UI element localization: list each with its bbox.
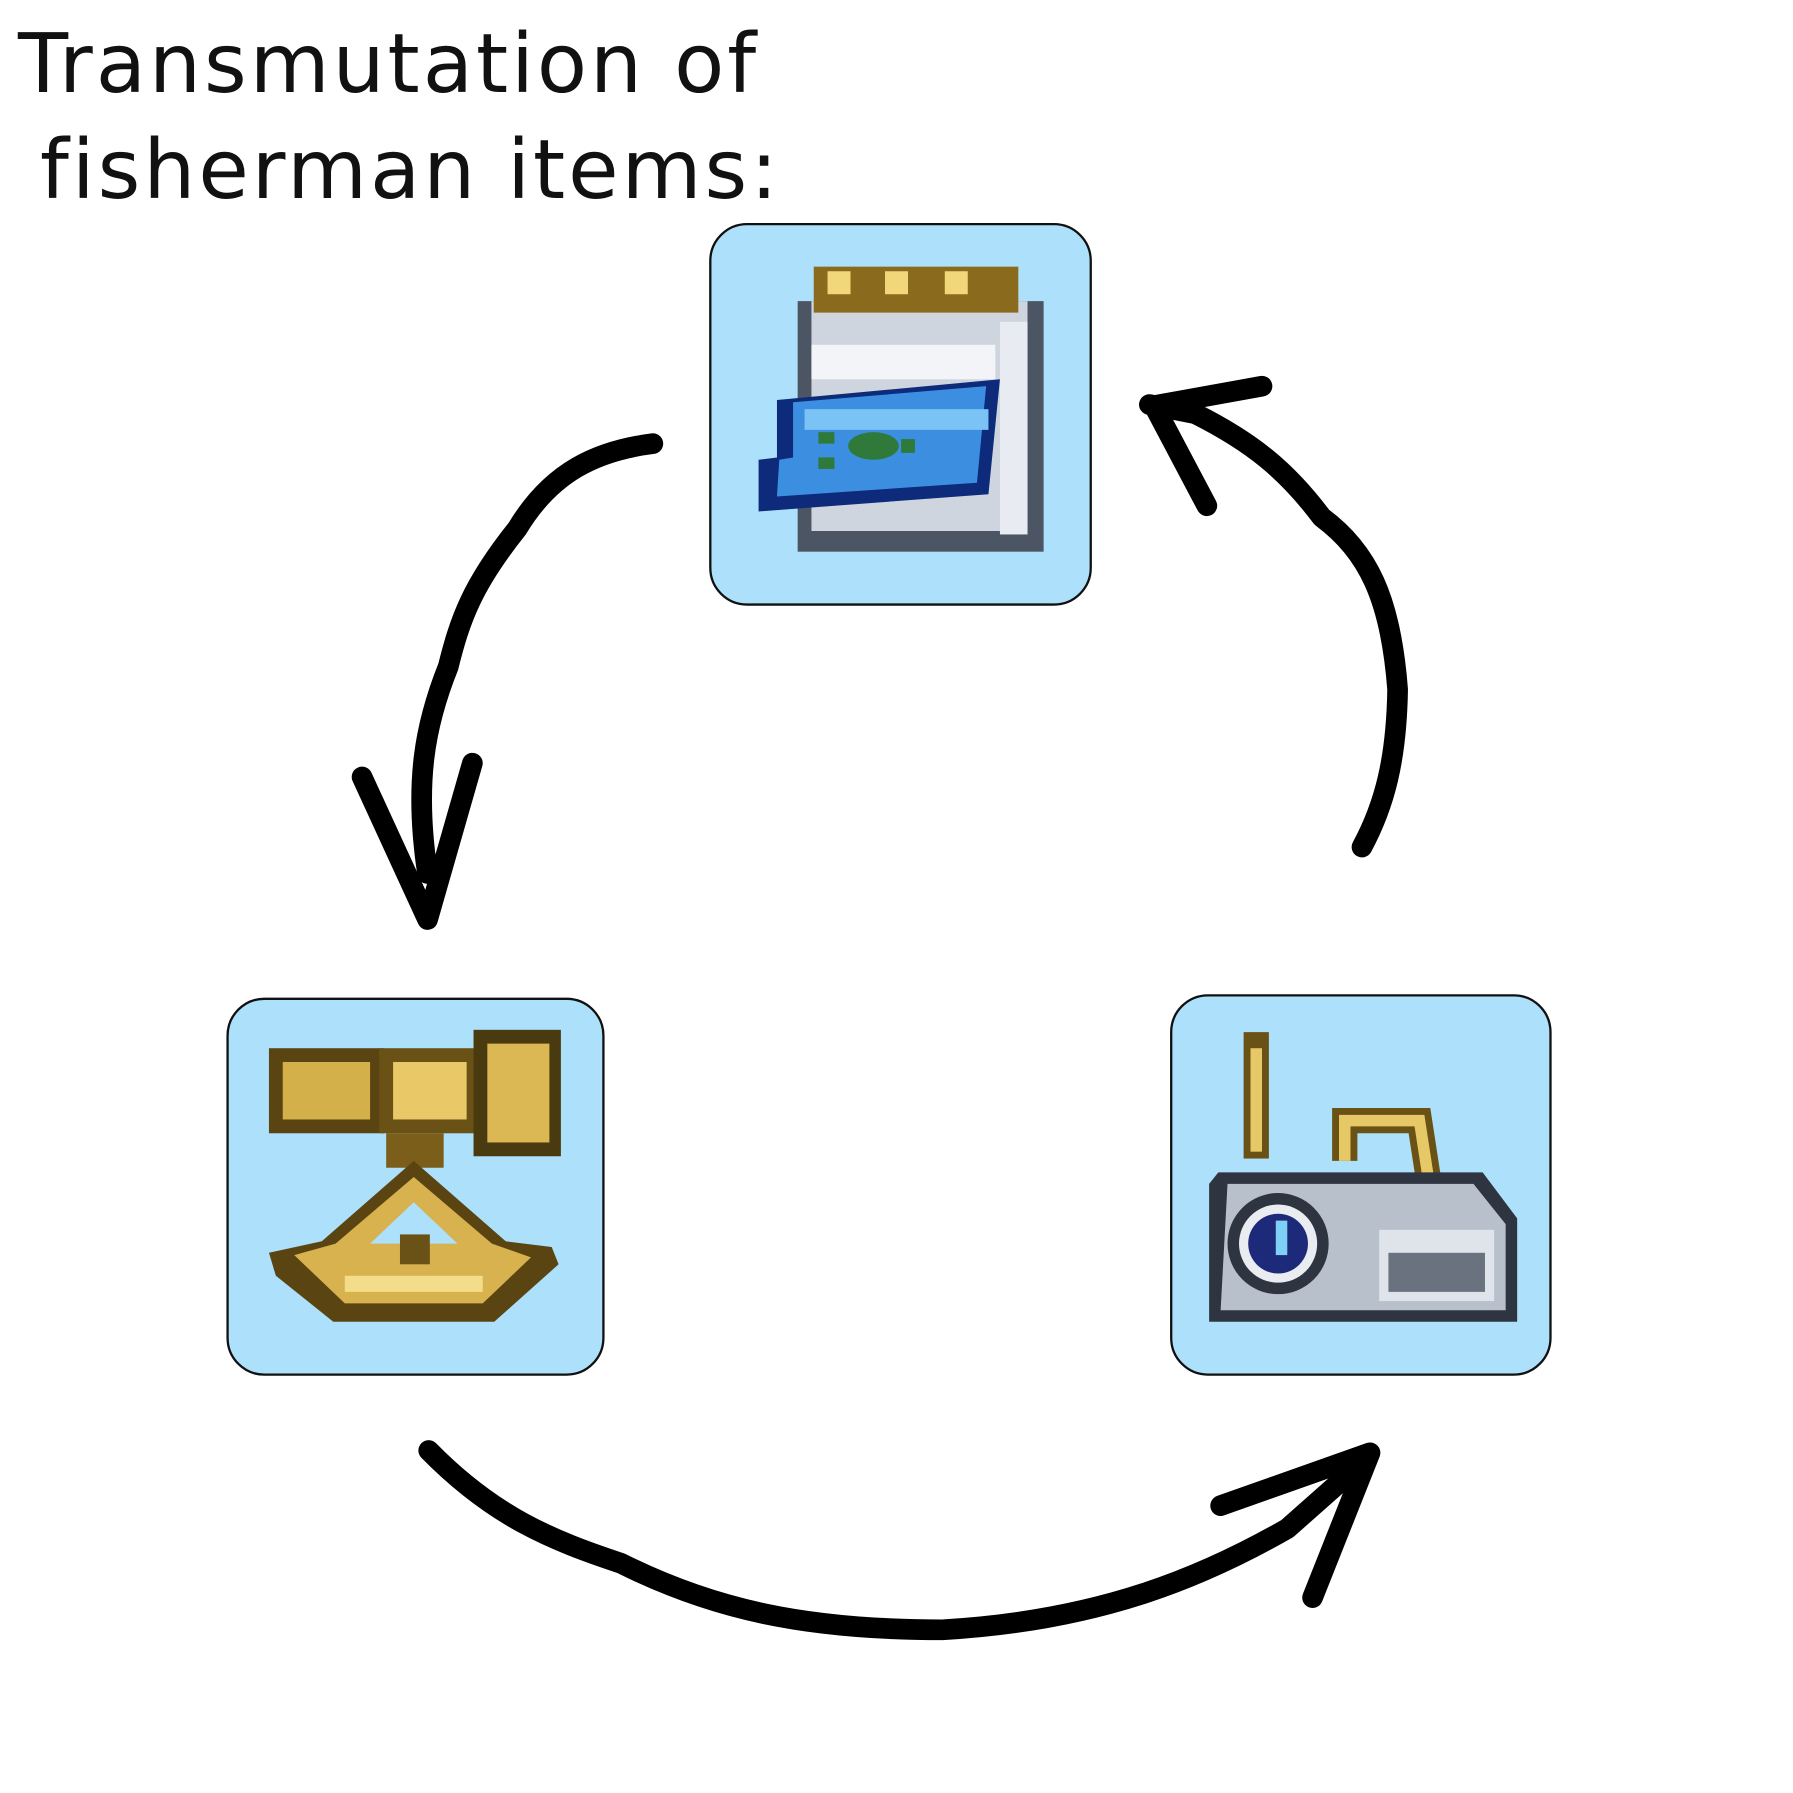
- pocket-guide-icon: [758, 266, 1044, 552]
- title-line-1: Transmutation of: [18, 17, 760, 112]
- title-line-2: fisherman items:: [40, 123, 781, 218]
- sextant-icon: [268, 1029, 561, 1322]
- weather-radio-icon: [1209, 1032, 1518, 1322]
- arrow-guide-to-sextant: [351, 433, 664, 930]
- item-slot-weather-radio: [1170, 994, 1552, 1376]
- item-slot-pocket-guide: [709, 222, 1092, 606]
- diagram-title: Transmutation of fisherman items:: [18, 12, 781, 224]
- arrow-sextant-to-radio: [418, 1440, 1381, 1641]
- item-slot-sextant: [226, 997, 605, 1376]
- arrow-radio-to-guide: [1139, 375, 1408, 858]
